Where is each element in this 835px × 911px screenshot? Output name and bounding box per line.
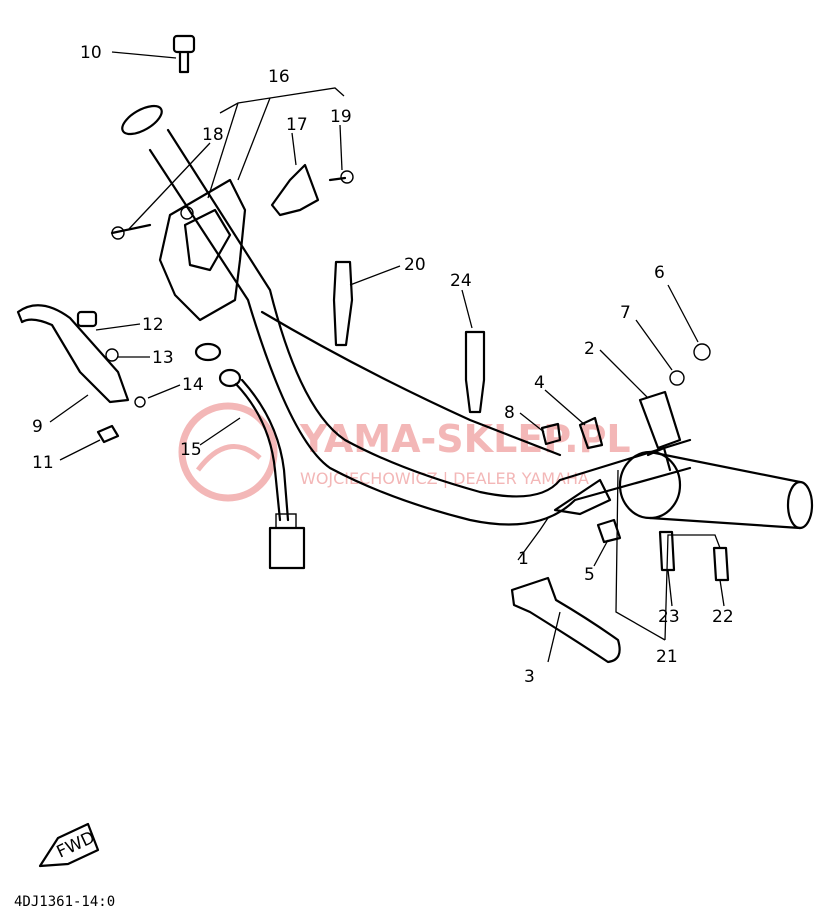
callout-12: 12 — [142, 315, 164, 335]
leader-lines — [49, 51, 725, 663]
callout-1: 1 — [518, 549, 529, 569]
callout-4: 4 — [534, 373, 545, 393]
callout-11: 11 — [32, 453, 54, 473]
fwd-label: FWD — [54, 828, 98, 863]
callout-8: 8 — [504, 403, 515, 423]
screws-22-23 — [658, 530, 730, 582]
callout-2: 2 — [584, 339, 595, 359]
callout-19: 19 — [330, 107, 352, 127]
callout-10: 10 — [80, 43, 102, 63]
callout-15: 15 — [180, 440, 202, 460]
callout-16: 16 — [268, 67, 290, 87]
handlebar — [121, 104, 692, 526]
left-holder-assembly — [110, 163, 354, 322]
callout-7: 7 — [620, 303, 631, 323]
callout-17: 17 — [286, 115, 308, 135]
callout-23: 23 — [658, 607, 680, 627]
callout-6: 6 — [654, 263, 665, 283]
watermark: YAMA-SKLEP.PL WOJCIECHOWICZ | DEALER YAM… — [178, 402, 631, 502]
callout-22: 22 — [712, 607, 734, 627]
callouts: 1 2 3 4 5 6 7 8 9 10 11 12 13 14 15 16 1… — [32, 43, 734, 687]
callout-14: 14 — [182, 375, 204, 395]
drawing-code: 4DJ1361-14:0 — [14, 894, 115, 910]
callout-24: 24 — [450, 271, 472, 291]
bolt-24 — [464, 330, 486, 414]
cable-15 — [194, 342, 306, 570]
callout-18: 18 — [202, 125, 224, 145]
callout-21: 21 — [656, 647, 678, 667]
watermark-brand: YAMA-SKLEP.PL — [299, 417, 631, 461]
watermark-subtitle: WOJCIECHOWICZ | DEALER YAMAHA — [300, 469, 589, 488]
fwd-arrow-icon: FWD — [38, 822, 100, 868]
right-lever — [510, 576, 621, 664]
throttle-grip — [618, 446, 814, 530]
left-lever — [16, 304, 146, 444]
callout-3: 3 — [524, 667, 535, 687]
bolt-10 — [172, 34, 196, 74]
callout-5: 5 — [584, 565, 595, 585]
watermark-logo — [178, 402, 278, 502]
callout-13: 13 — [152, 348, 174, 368]
tie-strap-20 — [332, 260, 354, 347]
callout-20: 20 — [404, 255, 426, 275]
right-holder-assembly — [540, 343, 711, 544]
callout-9: 9 — [32, 417, 43, 437]
